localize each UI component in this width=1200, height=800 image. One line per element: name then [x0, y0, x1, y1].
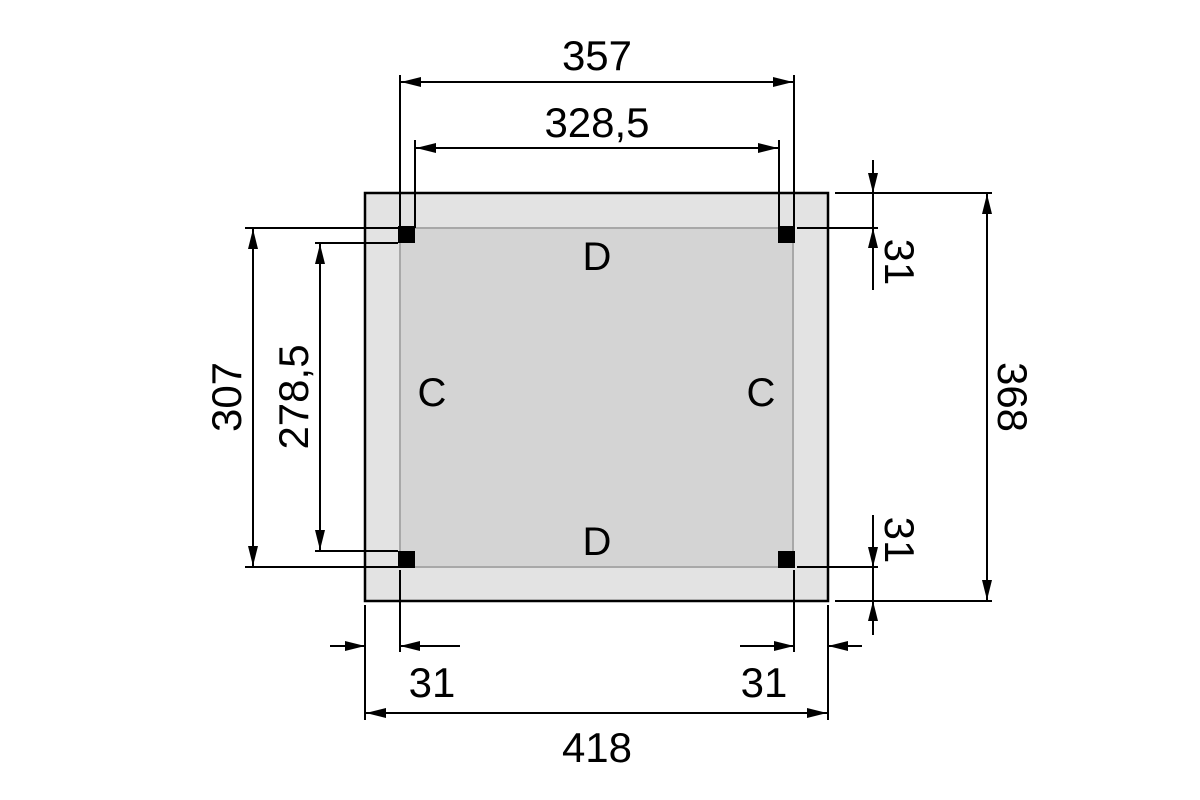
dim-inner-width: 328,5	[544, 99, 649, 146]
dim-post-span-height: 307	[203, 362, 250, 432]
dim-inner-height: 278,5	[270, 344, 317, 449]
post-bottom-right	[778, 551, 795, 568]
dim-overall-height: 368	[989, 362, 1036, 432]
dim-overall-width: 418	[562, 724, 632, 771]
post-top-right	[778, 226, 795, 243]
dim-right-offset: 31	[741, 659, 788, 706]
label-bottom-d: D	[583, 520, 612, 564]
dim-top-offset: 31	[876, 239, 923, 286]
label-left-c: C	[418, 371, 447, 415]
dim-post-span-width: 357	[562, 32, 632, 79]
dim-bottom-offset: 31	[876, 517, 923, 564]
label-top-d: D	[583, 235, 612, 279]
dim-left-offset: 31	[409, 659, 456, 706]
post-top-left	[398, 226, 415, 243]
post-bottom-left	[398, 551, 415, 568]
inner-panel	[399, 227, 794, 568]
label-right-c: C	[747, 371, 776, 415]
